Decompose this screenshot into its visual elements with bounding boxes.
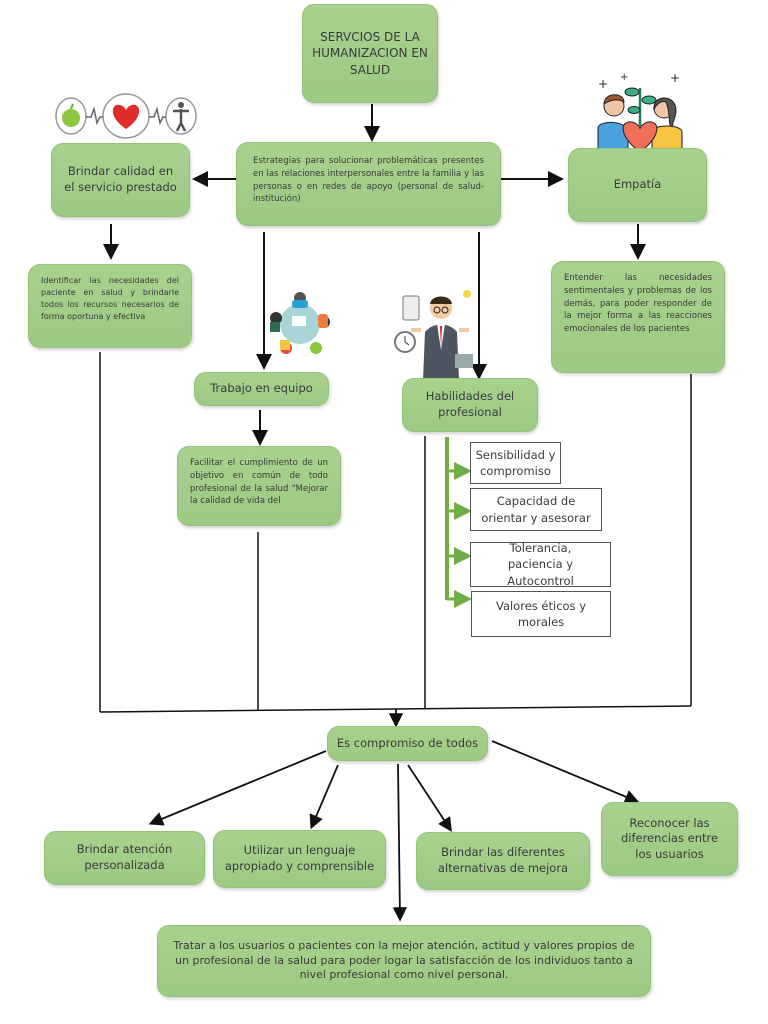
outcome-node: Brindar atención personalizada xyxy=(44,831,205,885)
quality-label: Brindar calidad en el servicio prestado xyxy=(64,164,177,194)
outcome-node: Reconocer las diferencias entre los usua… xyxy=(601,802,738,876)
final-label: Tratar a los usuarios o pacientes con la… xyxy=(173,938,635,982)
root-node: SERVCIOS DE LA HUMANIZACION EN SALUD xyxy=(302,4,438,103)
commitment-node: Es compromiso de todos xyxy=(327,726,488,761)
quality-node: Brindar calidad en el servicio prestado xyxy=(51,143,190,217)
strategy-label: Estrategias para solucionar problemática… xyxy=(253,156,484,205)
root-label: SERVCIOS DE LA HUMANIZACION EN SALUD xyxy=(312,30,428,77)
arrow-to-outcome-1 xyxy=(148,750,327,826)
team-meeting-icon xyxy=(270,292,330,354)
final-node: Tratar a los usuarios o pacientes con la… xyxy=(157,925,651,997)
svg-text:+: + xyxy=(620,72,628,83)
arrow-to-outcome-2 xyxy=(309,764,339,830)
quality-detail-node: Identificar las necesidades del paciente… xyxy=(28,264,192,348)
teamwork-detail-text: Facilitar el cumplimiento de un objetivo… xyxy=(190,458,328,507)
svg-text:+: + xyxy=(598,77,608,91)
skill-item: Tolerancia, paciencia y Autocontrol xyxy=(470,541,611,588)
skill-item: Capacidad de orientar y asesorar xyxy=(470,488,602,531)
commitment-label: Es compromiso de todos xyxy=(336,735,479,750)
empathy-detail-text: Entender las necesidades sentimentales y… xyxy=(564,273,712,334)
arrow-to-outcome-4 xyxy=(491,740,640,804)
empathy-label: Empatía xyxy=(613,177,662,192)
multitasking-professional-icon xyxy=(394,290,473,380)
teamwork-node: Trabajo en equipo xyxy=(194,372,329,406)
empathy-detail-node: Entender las necesidades sentimentales y… xyxy=(551,261,725,373)
teamwork-label: Trabajo en equipo xyxy=(210,381,313,396)
skills-node: Habilidades del profesional xyxy=(402,378,538,432)
outcome-node: Brindar las diferentes alternativas de m… xyxy=(416,832,590,890)
apple-heart-person-icon xyxy=(55,93,197,139)
people-holding-heart-plant-icon: + + + xyxy=(597,71,683,154)
teamwork-detail-node: Facilitar el cumplimiento de un objetivo… xyxy=(177,446,341,526)
skills-label: Habilidades del profesional xyxy=(425,389,515,419)
strategy-node: Estrategias para solucionar problemática… xyxy=(236,142,501,226)
svg-text:+: + xyxy=(670,71,680,85)
empathy-node: Empatía xyxy=(568,148,707,222)
quality-detail-text: Identificar las necesidades del paciente… xyxy=(41,276,179,321)
skill-item: Sensibilidad y compromiso xyxy=(470,442,561,484)
skill-item: Valores éticos y morales xyxy=(471,591,611,637)
arrow-to-outcome-3 xyxy=(407,764,452,833)
arrow-to-final xyxy=(392,763,408,922)
outcome-node: Utilizar un lenguaje apropiado y compren… xyxy=(213,830,386,888)
